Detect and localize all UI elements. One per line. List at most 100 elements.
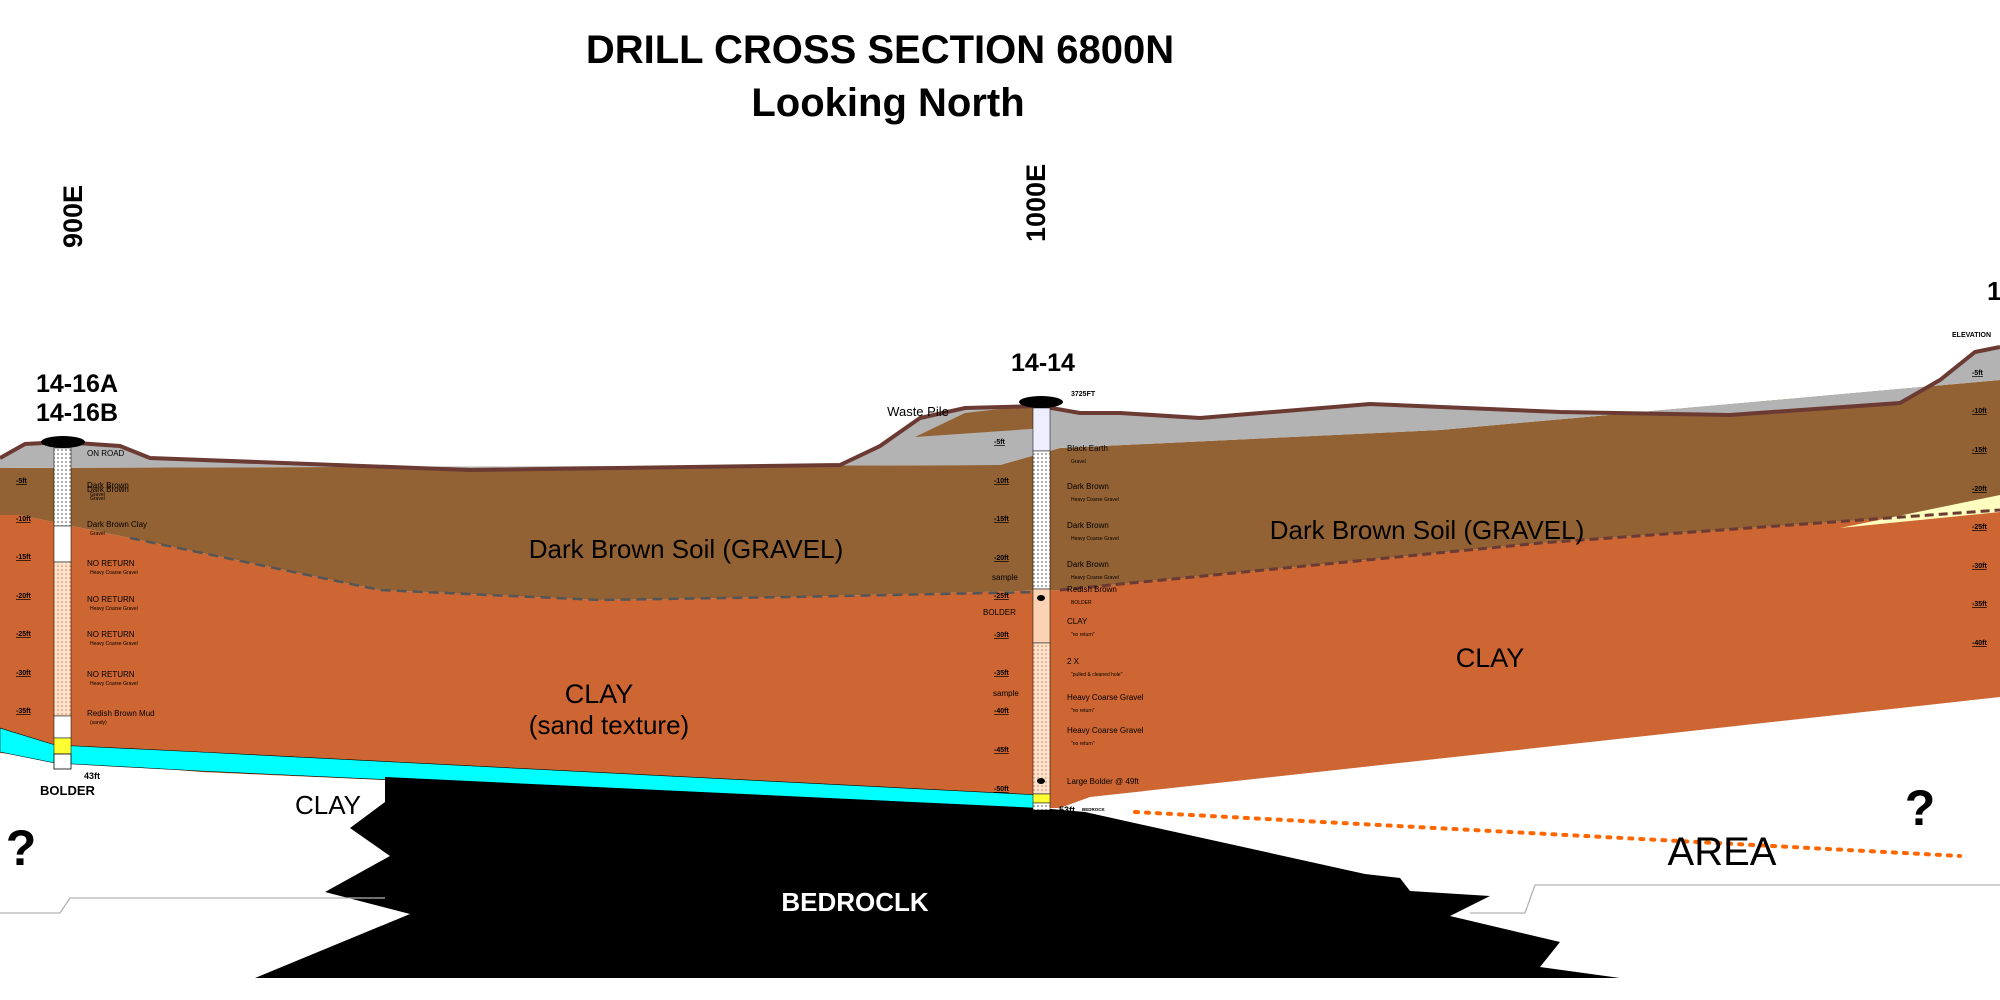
drill-log-entry: NO RETURN [87, 630, 135, 639]
unit-label-bedrock: BEDROCLK [781, 887, 929, 917]
drill-log-entry: Dark Brown [1067, 560, 1109, 569]
grid-label-900e: 900E [58, 185, 88, 248]
depth-tick: -5ft [16, 478, 28, 485]
depth-tick: -20ft [16, 593, 31, 600]
drill-hole-14-14[interactable] [1019, 396, 1063, 811]
drill-log-entry: 2 X [1067, 657, 1080, 666]
drill-log-entry: Dark Brown [1067, 482, 1109, 491]
elevation-label: ELEVATION [1952, 332, 1991, 339]
clay-layer [0, 510, 2000, 808]
unit-label-clay-left-texture: (sand texture) [529, 710, 689, 740]
hole-column-mud [53, 715, 72, 739]
waste-pile-label: Waste Pile [887, 404, 949, 419]
hole-name-14-16b: 14-16B [36, 399, 118, 427]
depth-tick: -30ft [16, 670, 31, 677]
depth-tick: -25ft [16, 631, 31, 638]
depth-tick: -25ft [1972, 524, 1987, 531]
drill-log-subentry: "no return" [1071, 741, 1095, 747]
drill-log-entry: Dark Brown [87, 481, 129, 490]
depth-tick: -10ft [1972, 408, 1987, 415]
drill-log-entry: NO RETURN [87, 670, 135, 679]
drill-log-subentry: (sandy) [90, 720, 107, 726]
depth-tick: -20ft [994, 555, 1009, 562]
collar-elevation-14-14: 3725FT [1071, 391, 1096, 398]
depth-tick: -10ft [994, 478, 1009, 485]
drill-log-subentry: Gravel [90, 492, 105, 498]
hole-column-water [1032, 793, 1051, 804]
drill-log-entry: Dark Brown [87, 485, 129, 494]
gravel-clay-contact-right [1059, 508, 2000, 592]
unit-label-clay-left: CLAY [565, 679, 634, 709]
depth-tick: -10ft [16, 516, 31, 523]
hole-column-coarse [1032, 642, 1051, 795]
depth-tick: -20ft [1972, 486, 1987, 493]
unit-label-clay-lower: CLAY [295, 790, 361, 820]
depth-tick: -30ft [1972, 563, 1987, 570]
hole-column-water [53, 737, 72, 755]
drill-log-entry: ON ROAD [87, 449, 125, 458]
drill-log-entry: Heavy Coarse Gravel [1067, 693, 1144, 702]
drill-log-entry: Dark Brown [1067, 521, 1109, 530]
drill-log-subentry: "no return" [1071, 632, 1095, 638]
hole-name-14-16a: 14-16A [36, 370, 118, 398]
hole-column-bottom [53, 753, 72, 770]
drill-log-entry: Redish Brown [1067, 585, 1117, 594]
lower-contact-line [0, 884, 2000, 914]
depth-tick: -35ft [994, 670, 1009, 677]
hole-collar-14-14 [1019, 396, 1063, 408]
depth-tick: -15ft [1972, 447, 1987, 454]
drill-log-subentry: Gravel [90, 496, 105, 502]
drill-log-entry: Large Bolder @ 49ft [1067, 777, 1139, 786]
boulder-marker [1037, 778, 1045, 784]
depth-tick: -45ft [994, 747, 1009, 754]
drill-log-subentry: Heavy Coarse Gravel [90, 570, 138, 576]
depth-tick: -40ft [994, 708, 1009, 715]
drill-log-subentry: Heavy Coarse Gravel [1071, 497, 1119, 503]
drill-log-subentry: "no return" [1071, 708, 1095, 714]
unit-label-area: AREA [1668, 830, 1777, 874]
depth-tick: -15ft [16, 554, 31, 561]
depth-tick: -30ft [994, 632, 1009, 639]
unit-label-clay-right: CLAY [1456, 643, 1525, 673]
total-depth-14-16a: 43ft [84, 771, 100, 781]
total-depth-14-14: 53ft [1059, 805, 1075, 815]
depth-tick: -15ft [994, 516, 1009, 523]
sample-note: sample [993, 689, 1019, 698]
drill-log-entry: Heavy Coarse Gravel [1067, 726, 1144, 735]
drill-log-subentry: Heavy Coarse Gravel [1071, 536, 1119, 542]
hole-column-gravel [53, 447, 72, 527]
unit-label-gravel-left: Dark Brown Soil (GRAVEL) [529, 534, 844, 564]
unit-label-gravel-right: Dark Brown Soil (GRAVEL) [1270, 515, 1585, 545]
yellow-lens [1840, 495, 2000, 528]
bolder-note: BOLDER [983, 608, 1016, 617]
drill-log-entry: Redish Brown Mud [87, 709, 155, 718]
depth-tick: -50ft [994, 786, 1009, 793]
waste-pile [915, 405, 1045, 437]
projected-contact-dotted [1133, 810, 1962, 858]
bottom-note-14-14: BEDROCK [1082, 807, 1106, 812]
hole-column-gravel [1032, 450, 1051, 590]
drill-log-subentry: Heavy Coarse Gravel [1071, 575, 1119, 581]
bedrock [255, 777, 1620, 978]
drill-log-subentry: Heavy Coarse Gravel [90, 606, 138, 612]
drill-log-subentry: Heavy Coarse Gravel [90, 641, 138, 647]
hole-column-void [53, 525, 72, 563]
section-subtitle: Looking North [751, 81, 1024, 125]
drill-log-subentry: Gravel [1071, 459, 1086, 465]
depth-tick: -40ft [1972, 640, 1987, 647]
drill-log-entry: Dark Brown Clay [87, 520, 147, 529]
drill-log-entry: NO RETURN [87, 559, 135, 568]
drill-log-subentry: "pulled & cleaned hole" [1071, 672, 1123, 678]
depth-tick: -5ft [994, 439, 1006, 446]
drill-hole-14-16a[interactable] [41, 436, 85, 770]
question-mark-right: ? [1905, 780, 1936, 836]
hole-column-bedrock [1032, 802, 1051, 811]
grid-label-1000e: 1000E [1021, 164, 1051, 242]
depth-tick: -35ft [16, 708, 31, 715]
drill-log-entry: NO RETURN [87, 595, 135, 604]
drill-log-subentry: Heavy Coarse Gravel [90, 681, 138, 687]
hole-collar-14-16a [41, 436, 85, 448]
section-title: DRILL CROSS SECTION 6800N [586, 28, 1174, 72]
